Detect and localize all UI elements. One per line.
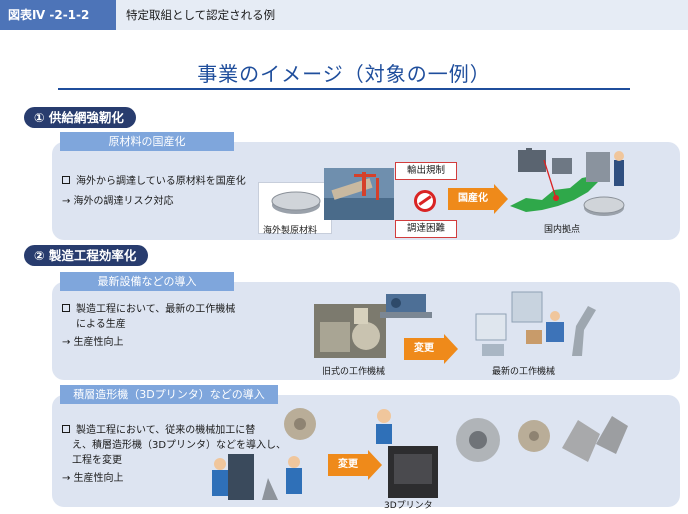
section-label-process-efficiency: ② 製造工程効率化 bbox=[24, 245, 149, 266]
imported-material-card bbox=[258, 182, 332, 234]
bullet-text: 製造工程において、従来の機械加工に替 bbox=[76, 425, 256, 436]
tab-raw-material: 原材料の国産化 bbox=[60, 132, 234, 151]
metal-ingot-icon bbox=[271, 191, 321, 214]
procurement-difficulty-box: 調達困難 bbox=[395, 220, 457, 238]
japan-map-factory-image bbox=[510, 148, 625, 216]
bullet-text: 海外から調達している原材料を国産化 bbox=[76, 176, 246, 187]
label-domestic-base: 国内拠点 bbox=[544, 225, 581, 235]
effect-3d-printer: → 生産性向上 bbox=[62, 473, 124, 484]
3d-printer-image bbox=[376, 409, 438, 498]
old-machine-photo bbox=[314, 304, 386, 358]
bullet-3d-printer: 製造工程において、従来の機械加工に替 bbox=[62, 423, 255, 438]
modern-factory-image bbox=[475, 291, 596, 356]
bullet-raw-material: 海外から調達している原材料を国産化 bbox=[62, 174, 246, 189]
tab-3d-printer: 積層造形機（3Dプリンタ）などの導入 bbox=[60, 385, 278, 404]
label-imported-material: 海外製原材料 bbox=[263, 226, 318, 236]
bullet-latest-equipment: 製造工程において、最新の工作機械 bbox=[62, 302, 235, 317]
domestic-production-arrow: 国産化 bbox=[448, 184, 508, 214]
prohibited-icon bbox=[414, 190, 436, 212]
effect-latest-equipment: → 生産性向上 bbox=[62, 337, 124, 348]
cargo-port-image bbox=[324, 168, 394, 220]
label-old-machine: 旧式の工作機械 bbox=[322, 367, 386, 377]
bullet-text: 製造工程において、最新の工作機械 bbox=[76, 304, 236, 315]
change-arrow-equipment: 変更 bbox=[404, 334, 458, 364]
export-restriction-box: 輸出規制 bbox=[395, 162, 457, 180]
tab-latest-equipment: 最新設備などの導入 bbox=[60, 272, 234, 291]
checkbox-bullet-icon bbox=[62, 304, 70, 312]
label-3d-printer: 3Dプリンタ bbox=[384, 501, 433, 511]
printed-parts-image bbox=[456, 416, 628, 462]
figure-header: 図表Ⅳ -2-1-2 特定取組として認定される例 bbox=[0, 0, 688, 30]
bullet-continuation: え、積層造形機（3Dプリンタ）などを導入し、 bbox=[72, 440, 287, 451]
bullet-continuation: 工程を変更 bbox=[72, 455, 122, 466]
checkbox-bullet-icon bbox=[62, 425, 70, 433]
lathe-machine-icon bbox=[380, 294, 432, 318]
effect-raw-material: → 海外の調達リスク対応 bbox=[62, 196, 174, 207]
label-new-machine: 最新の工作機械 bbox=[492, 367, 556, 377]
change-arrow-printer: 変更 bbox=[328, 450, 382, 480]
figure-subtitle: 特定取組として認定される例 bbox=[126, 8, 276, 22]
page-title: 事業のイメージ（対象の一例） bbox=[197, 62, 491, 86]
checkbox-bullet-icon bbox=[62, 176, 70, 184]
conventional-machining-image bbox=[212, 408, 316, 500]
bullet-continuation: による生産 bbox=[76, 319, 126, 330]
section-label-supply-chain: ① 供給網強靭化 bbox=[24, 107, 136, 128]
figure-number-tag: 図表Ⅳ -2-1-2 bbox=[0, 0, 116, 30]
title-underline bbox=[58, 88, 630, 90]
